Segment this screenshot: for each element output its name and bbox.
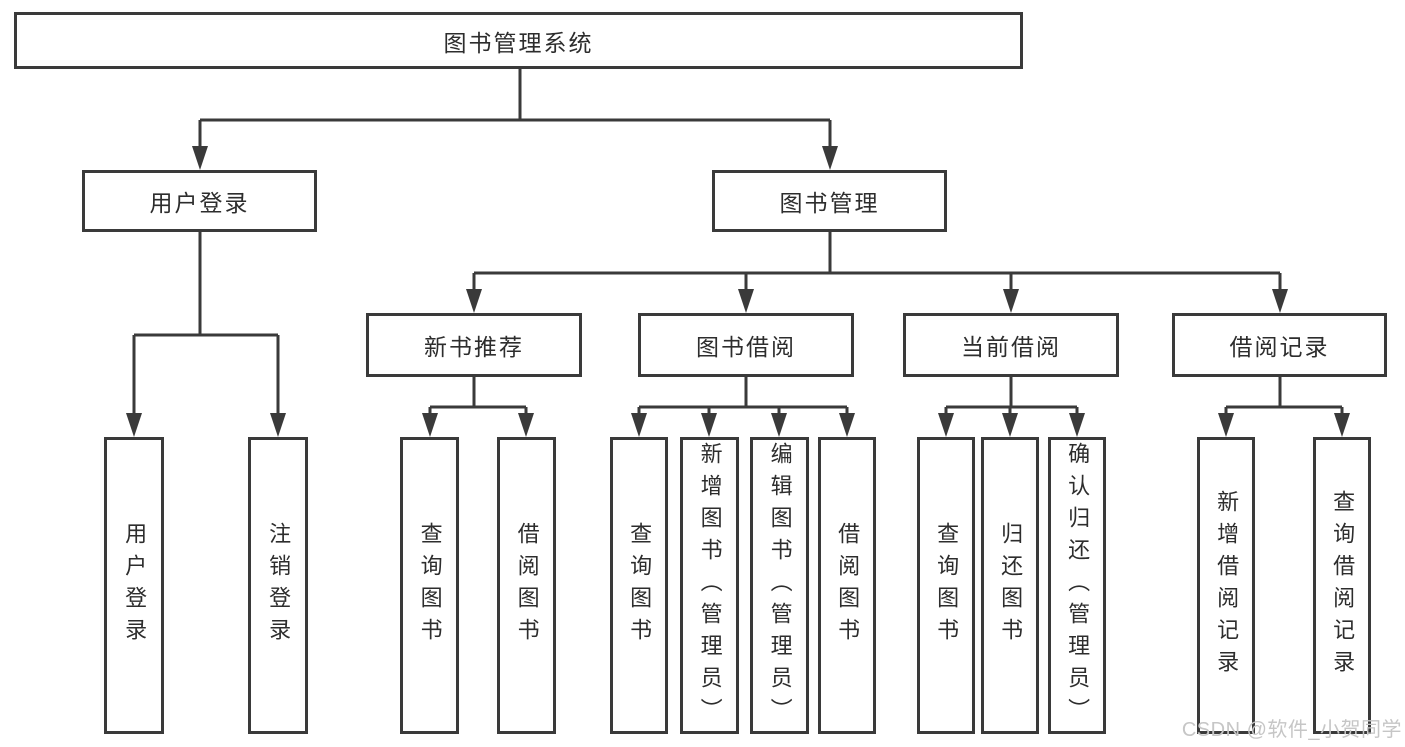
leaf-query-books-borrow-label: 查询图书 xyxy=(627,521,653,650)
leaf-edit-book-admin-label: 编辑图书（管理员） xyxy=(767,441,793,730)
leaf-borrow-books-label: 借阅图书 xyxy=(835,521,861,650)
leaf-add-borrow-record: 新增借阅记录 xyxy=(1197,437,1255,734)
leaf-confirm-return-admin-label: 确认归还（管理员） xyxy=(1065,441,1091,730)
leaf-query-books-recommend: 查询图书 xyxy=(400,437,459,734)
leaf-add-borrow-record-label: 新增借阅记录 xyxy=(1214,489,1240,682)
leaf-query-borrow-record: 查询借阅记录 xyxy=(1313,437,1371,734)
connector-new-book-recommend-to-leaves xyxy=(422,377,534,437)
leaf-logout-label: 注销登录 xyxy=(266,521,292,650)
leaf-query-books-borrow: 查询图书 xyxy=(610,437,668,734)
node-current-borrow: 当前借阅 xyxy=(903,313,1119,377)
leaf-user-login: 用户登录 xyxy=(104,437,164,734)
node-user-login: 用户登录 xyxy=(82,170,317,232)
leaf-query-borrow-record-label: 查询借阅记录 xyxy=(1330,489,1356,682)
node-library-system: 图书管理系统 xyxy=(14,12,1023,69)
leaf-query-books-current: 查询图书 xyxy=(917,437,975,734)
connector-current-borrow-to-leaves xyxy=(938,377,1085,437)
leaf-edit-book-admin: 编辑图书（管理员） xyxy=(750,437,809,734)
leaf-query-books-recommend-label: 查询图书 xyxy=(417,521,443,650)
leaf-logout: 注销登录 xyxy=(248,437,308,734)
leaf-borrow-books: 借阅图书 xyxy=(818,437,876,734)
leaf-borrow-books-recommend-label: 借阅图书 xyxy=(514,521,540,650)
leaf-return-book-label: 归还图书 xyxy=(998,521,1024,650)
leaf-borrow-books-recommend: 借阅图书 xyxy=(497,437,556,734)
csdn-watermark: CSDN @软件_小贺同学 xyxy=(1181,719,1402,741)
node-book-borrow: 图书借阅 xyxy=(638,313,854,377)
leaf-add-book-admin-label: 新增图书（管理员） xyxy=(697,441,723,730)
connector-book-management-to-level3 xyxy=(466,232,1288,313)
leaf-query-books-current-label: 查询图书 xyxy=(934,521,960,650)
leaf-add-book-admin: 新增图书（管理员） xyxy=(680,437,739,734)
connector-user-login-to-leaves xyxy=(126,232,286,437)
leaf-user-login-label: 用户登录 xyxy=(122,521,148,650)
connector-root-to-level2 xyxy=(192,69,838,170)
node-borrow-records: 借阅记录 xyxy=(1172,313,1387,377)
connector-borrow-records-to-leaves xyxy=(1218,377,1350,437)
node-new-book-recommend: 新书推荐 xyxy=(366,313,582,377)
leaf-confirm-return-admin: 确认归还（管理员） xyxy=(1048,437,1106,734)
connector-book-borrow-to-leaves xyxy=(631,377,855,437)
node-book-management: 图书管理 xyxy=(712,170,947,232)
leaf-return-book: 归还图书 xyxy=(981,437,1039,734)
